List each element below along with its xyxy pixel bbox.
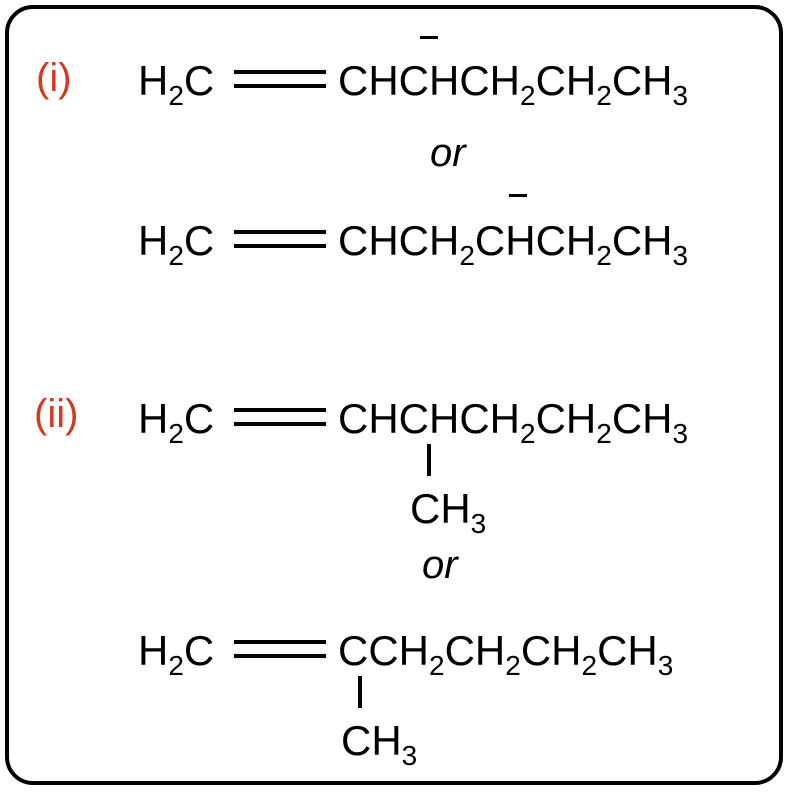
structure-3-left: H2C <box>138 395 215 449</box>
single-bond-branch-3 <box>427 444 431 476</box>
structure-2-left: H2C <box>138 217 215 271</box>
structure-4-right: CCH2CH2CH2CH3 <box>338 627 674 681</box>
diagram-frame <box>5 5 783 785</box>
carbanion-carbon-2: C <box>474 217 506 264</box>
or-text-2: or <box>422 543 458 587</box>
structure-4-left: H2C <box>138 627 215 681</box>
methyl-branch-4: CH3 <box>341 717 418 771</box>
double-bond-4 <box>234 640 326 658</box>
negative-charge-1 <box>420 36 438 39</box>
carbanion-carbon-1: C <box>398 57 430 104</box>
label-i: (i) <box>36 56 72 100</box>
double-bond-1 <box>234 70 326 88</box>
structure-2-right: CHCH2CHCH2CH3 <box>338 217 689 271</box>
methyl-branch-3: CH3 <box>410 485 487 539</box>
double-bond-2 <box>234 230 326 248</box>
label-ii: (ii) <box>34 392 79 436</box>
structure-1-right: CHCHCH2CH2CH3 <box>338 57 689 111</box>
negative-charge-2 <box>509 194 527 197</box>
or-text-1: or <box>430 131 466 175</box>
double-bond-3 <box>234 408 326 426</box>
single-bond-branch-4 <box>358 676 362 708</box>
structure-3-right: CHCHCH2CH2CH3 <box>338 395 689 449</box>
structure-1-left: H2C <box>138 57 215 111</box>
